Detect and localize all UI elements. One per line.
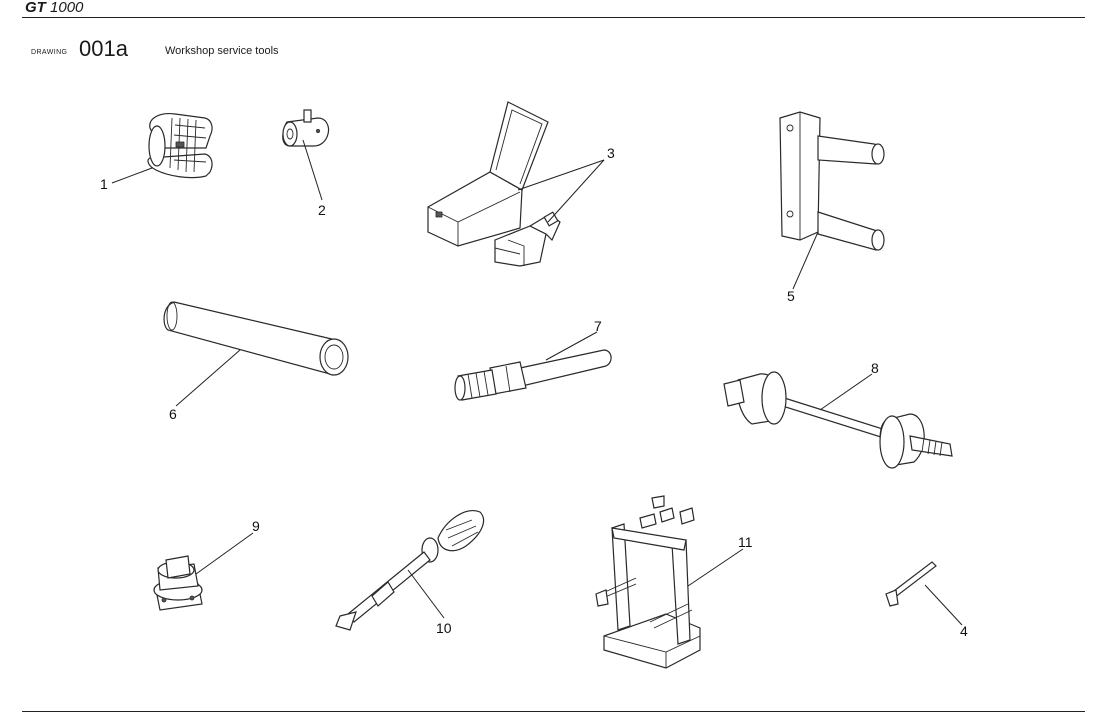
tool-3-case-and-gauge [427, 101, 561, 267]
leader-2 [302, 139, 323, 201]
callout-1: 1 [100, 176, 108, 192]
tool-1-split-sleeve [147, 113, 213, 179]
leader-3a [517, 159, 605, 191]
model-name-number: 1000 [50, 0, 84, 16]
leader-8 [819, 373, 873, 411]
leader-3b [547, 159, 605, 223]
drawing-number: 001a [79, 36, 128, 61]
callout-6: 6 [169, 406, 177, 422]
callout-5: 5 [787, 288, 795, 304]
drawing-title: Workshop service tools [165, 45, 279, 57]
leader-6 [175, 349, 241, 407]
leader-9 [195, 532, 254, 575]
drawing-label: DRAWING [31, 49, 68, 56]
leader-11 [687, 548, 744, 587]
leader-7 [545, 331, 598, 361]
tool-10-puller [335, 510, 485, 631]
callout-8: 8 [871, 360, 879, 376]
callout-10: 10 [436, 620, 452, 636]
leader-4 [924, 584, 963, 626]
leader-1 [111, 167, 153, 184]
tool-8-extractor [723, 371, 953, 469]
leader-10 [407, 569, 445, 619]
model-name: GT 1000 [25, 0, 83, 16]
footer-rule [22, 711, 1085, 712]
tool-7-threaded-adapter [454, 349, 612, 401]
leader-5 [792, 231, 819, 290]
tool-11-holding-stand [595, 495, 701, 669]
callout-labels: 1 2 3 4 5 6 7 8 9 10 11 [100, 145, 968, 639]
model-name-bold: GT [25, 0, 46, 16]
callout-9: 9 [252, 518, 260, 534]
callout-7: 7 [594, 318, 602, 334]
tool-5-bracket-with-pins [779, 111, 885, 251]
tool-6-tube [163, 301, 349, 376]
tool-2-pin-collar [282, 109, 330, 147]
callout-4: 4 [960, 623, 968, 639]
callout-11: 11 [738, 534, 753, 550]
tool-4-small-pin [885, 561, 937, 607]
tool-9-socket-adapter [153, 555, 203, 611]
header-rule [22, 17, 1085, 18]
callout-2: 2 [318, 202, 326, 218]
leader-lines [111, 139, 963, 626]
callout-3: 3 [607, 145, 615, 161]
